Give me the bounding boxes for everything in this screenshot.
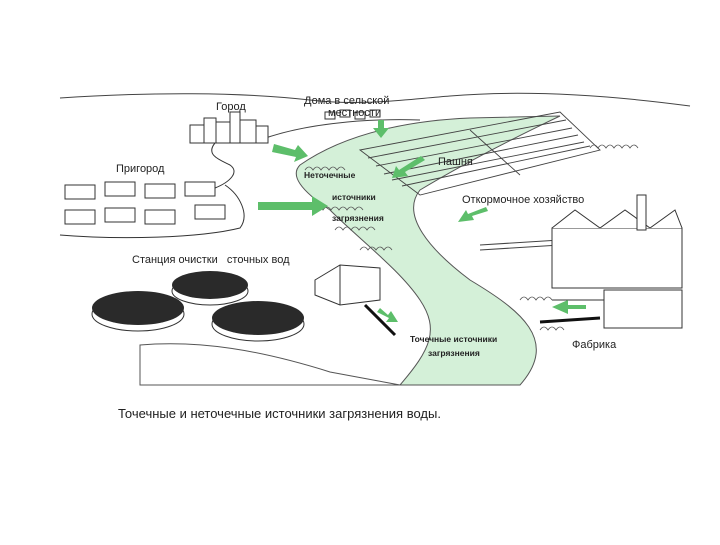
settling-tank [171,271,249,306]
valley-outline [259,119,421,141]
settling-tank [91,291,185,332]
label-treatment-plant: Станция очистки сточных вод [132,254,290,266]
arrow-city-runoff [272,144,308,162]
flow-arrows [258,120,586,322]
feedlot-fence [479,239,561,251]
figure-caption: Точечные и неточечные источники загрязне… [118,406,441,421]
arrow-factory-discharge [552,300,586,314]
treatment-plant [91,264,381,342]
field-plot [358,111,601,196]
factory-building [551,194,683,329]
label-rural-homes-line1: Дома в сельской [304,95,389,107]
label-point-sources-line2: загрязнения [428,348,480,358]
label-field: Пашня [438,156,473,168]
settling-tank [211,301,305,342]
label-rural-homes-line2: местности [328,107,381,119]
factory-discharge-pipe [539,316,601,324]
city-road [211,142,235,189]
label-nonpoint-line3: загрязнения [332,213,384,223]
arrow-field-runoff [392,156,425,178]
arrow-feedlot-runoff [458,207,488,222]
label-factory: Фабрика [572,339,617,351]
label-nonpoint-line1: Неточечные [304,170,356,180]
hill-outline [59,92,691,107]
arrow-rural-runoff [373,120,389,138]
city-buildings [189,111,269,144]
plant-building [314,264,381,306]
river [295,115,561,386]
lower-shore [139,343,401,386]
label-city: Город [216,101,246,113]
rural-houses [324,109,381,120]
label-point-sources-line1: Точечные источники [410,334,497,344]
arrow-suburb-runoff [258,196,328,216]
suburb-boundary [59,184,245,239]
suburb-houses [64,181,226,225]
label-feedlot: Откормочное хозяйство [462,194,584,206]
label-suburb: Пригород [116,163,165,175]
plant-discharge-pipe [363,303,397,337]
label-nonpoint-line2: источники [332,192,376,202]
discharge-pipes [363,303,601,337]
arrow-plant-discharge [377,308,398,322]
